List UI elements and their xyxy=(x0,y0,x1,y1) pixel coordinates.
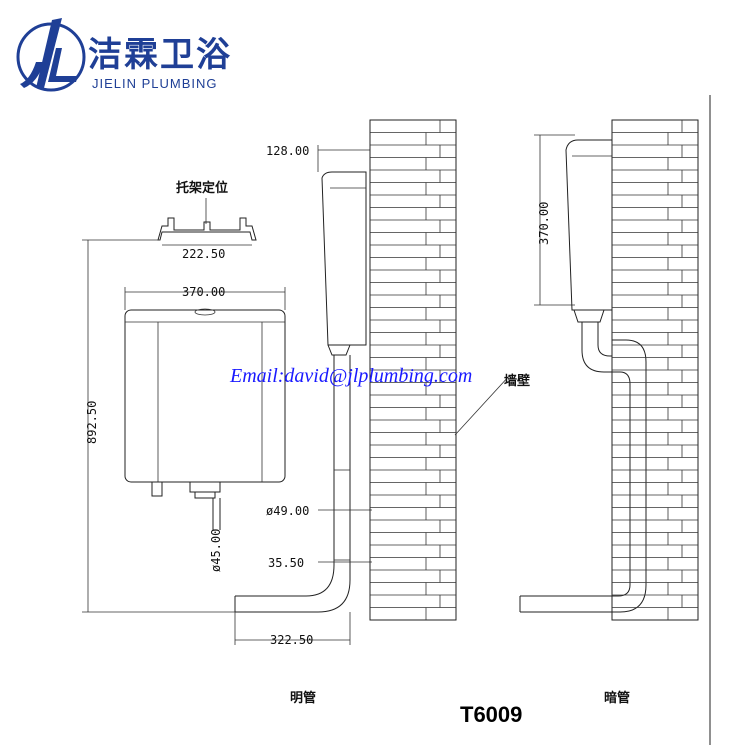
wall-label: 墙壁 xyxy=(504,373,530,389)
inlet-valve xyxy=(151,481,163,497)
brick-wall-left xyxy=(369,119,457,621)
company-logo: 洁霖卫浴 JIELIN PLUMBING xyxy=(16,18,232,92)
side-tank-outlet xyxy=(327,344,351,356)
logo-mark-curve xyxy=(20,62,44,88)
total-height-dim: 892.50 xyxy=(85,401,99,444)
pipe-length-dim: 322.50 xyxy=(270,633,313,647)
logo-mark-l xyxy=(48,48,78,82)
outlet-diameter-dim: ø45.00 xyxy=(209,529,223,572)
brick-wall-right xyxy=(611,119,699,621)
exposed-side-view: 128.00 ø49.00 35.50 322.50 明管 xyxy=(234,144,372,706)
tank-width-dim: 370.00 xyxy=(182,285,225,299)
pipe-offset-dim: 35.50 xyxy=(268,556,304,570)
brand-name-en: JIELIN PLUMBING xyxy=(92,76,218,91)
model-number: T6009 xyxy=(460,702,522,727)
tank-body xyxy=(124,309,286,483)
email-watermark: Email:david@jlplumbing.com xyxy=(229,365,472,387)
concealed-tank-outlet xyxy=(573,309,605,323)
concealed-side-view: 370.00 暗管 xyxy=(519,134,647,706)
concealed-wall-pipe-outer xyxy=(520,339,647,613)
bracket-width-dim: 222.50 xyxy=(182,247,225,261)
exposed-pipe-label: 明管 xyxy=(290,690,316,706)
inlet-diameter-dim: ø49.00 xyxy=(266,504,309,518)
concealed-pipe-inner xyxy=(597,322,612,357)
bracket-position-label: 托架定位 xyxy=(176,180,228,196)
wall-offset-dim: 128.00 xyxy=(266,144,309,158)
concealed-pipe-label: 暗管 xyxy=(604,690,630,706)
height-dimension: 892.50 xyxy=(82,239,235,613)
concealed-tank-body xyxy=(565,139,613,311)
logo-mark-j xyxy=(36,18,62,88)
flush-button xyxy=(194,308,216,316)
concealed-height-dim: 370.00 xyxy=(537,202,551,245)
concealed-wall-pipe-inner xyxy=(520,371,631,597)
outlet-nut xyxy=(194,491,216,499)
exposed-elbow-inner xyxy=(235,579,351,613)
outlet-fitting xyxy=(189,481,221,493)
bracket-view: 托架定位 222.50 xyxy=(157,180,257,261)
exposed-elbow-outer xyxy=(235,564,335,597)
tank-front-view: 370.00 ø45.00 xyxy=(124,285,286,572)
wall-leader xyxy=(454,374,511,436)
bracket-shape xyxy=(157,217,257,241)
brand-name-cn: 洁霖卫浴 xyxy=(88,35,232,75)
concealed-pipe-outer xyxy=(581,322,612,373)
side-tank-body xyxy=(321,171,367,346)
